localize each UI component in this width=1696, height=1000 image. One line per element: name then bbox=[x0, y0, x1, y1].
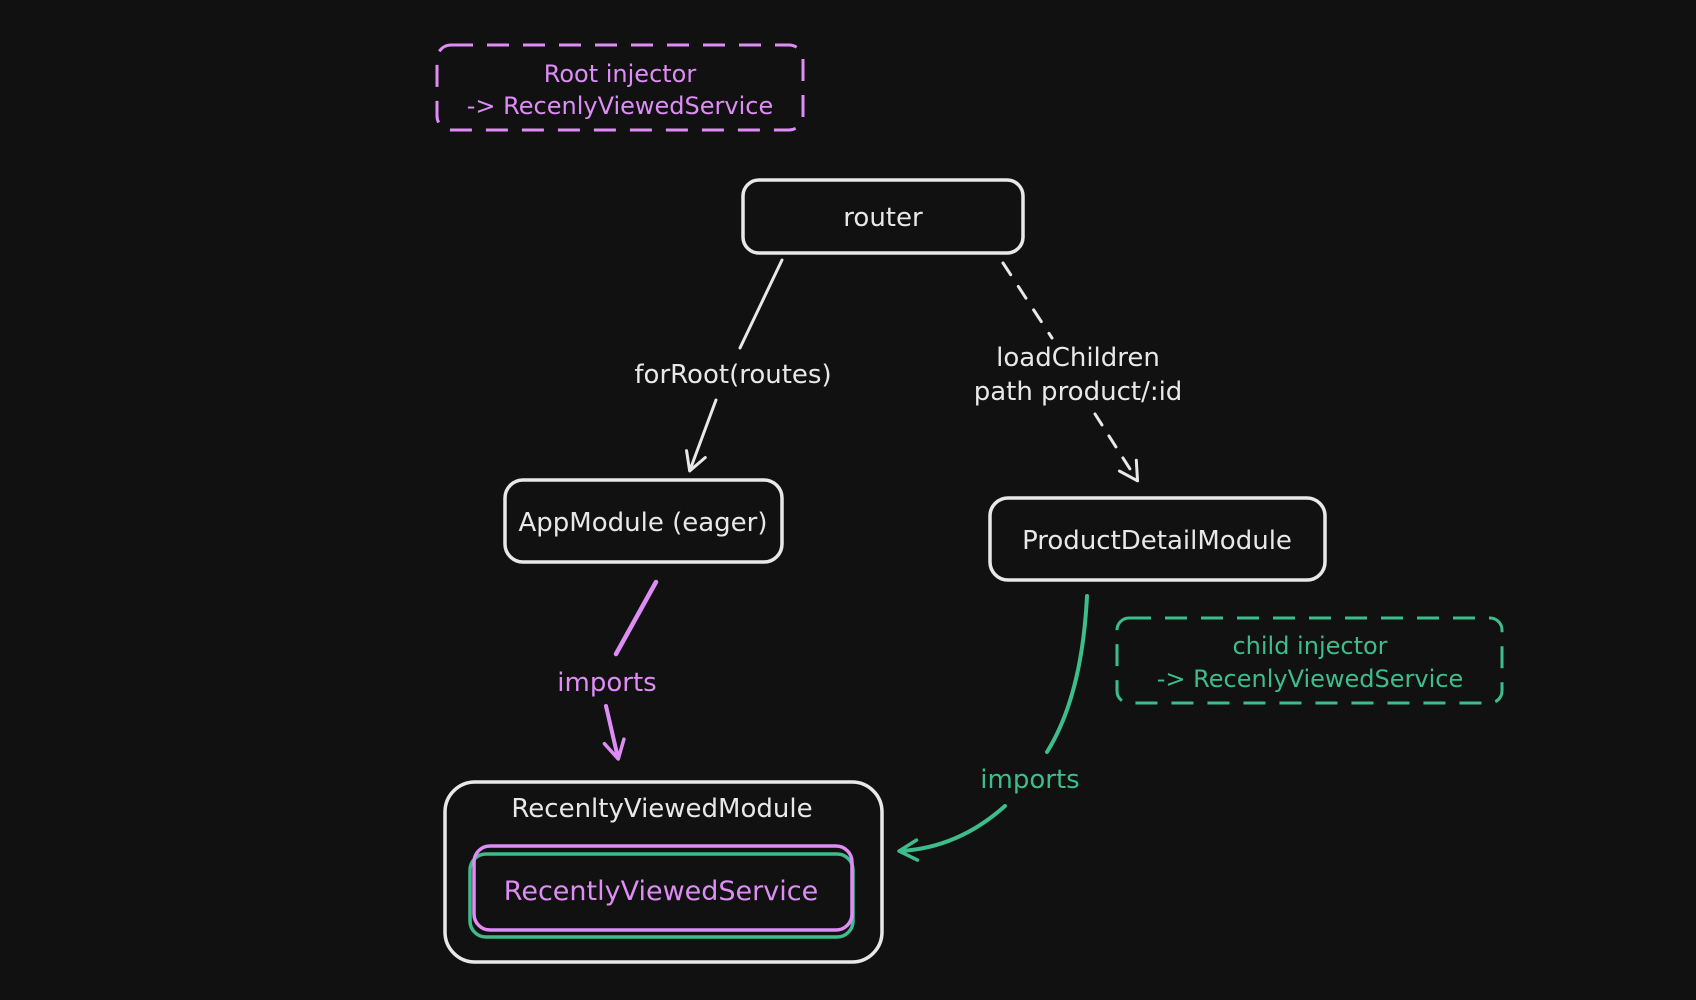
router-node: router bbox=[741, 178, 1025, 255]
recentlyviewedservice-node-label: RecentlyViewedService bbox=[504, 876, 818, 907]
edge-loadchildren-label-line1: loadChildren bbox=[996, 343, 1160, 373]
recentlyviewedmodule-node: RecenltyViewedModule RecentlyViewedServi… bbox=[443, 780, 884, 964]
edge-imports-right: imports bbox=[897, 594, 1089, 862]
edge-imports-right-label: imports bbox=[980, 765, 1079, 795]
recentlyviewedservice-node-border-purple bbox=[472, 844, 854, 932]
productdetailmodule-node-label: ProductDetailModule bbox=[1022, 526, 1292, 556]
edge-loadchildren-line-top bbox=[1001, 261, 1054, 340]
edge-forroot-label: forRoot(routes) bbox=[634, 360, 831, 390]
child-injector-note-line1: child injector bbox=[1232, 632, 1387, 660]
root-injector-note-line2: -> RecenlyViewedService bbox=[467, 92, 773, 120]
child-injector-note: child injector -> RecenlyViewedService bbox=[1115, 616, 1504, 705]
recentlyviewedmodule-node-label: RecenltyViewedModule bbox=[511, 794, 812, 824]
recentlyviewedservice-node: RecentlyViewedService bbox=[468, 844, 855, 939]
router-node-border bbox=[741, 178, 1025, 255]
edge-forroot: forRoot(routes) bbox=[634, 258, 832, 473]
edge-imports-right-line-top bbox=[1045, 594, 1089, 754]
edge-forroot-line-top bbox=[738, 258, 784, 350]
router-node-label: router bbox=[843, 203, 923, 233]
edge-imports-right-line-bottom bbox=[897, 804, 1007, 862]
root-injector-note: Root injector -> RecenlyViewedService bbox=[435, 43, 805, 132]
edge-loadchildren-line-bottom bbox=[1093, 412, 1140, 483]
edge-loadchildren-label-line2: path product/:id bbox=[974, 377, 1183, 407]
edge-loadchildren: loadChildren path product/:id bbox=[974, 261, 1183, 483]
edge-forroot-line-bottom bbox=[685, 398, 718, 473]
productdetailmodule-node: ProductDetailModule bbox=[988, 496, 1327, 582]
appmodule-node-border bbox=[503, 478, 784, 564]
recentlyviewedmodule-node-border bbox=[443, 780, 884, 964]
child-injector-note-border bbox=[1115, 616, 1504, 705]
edge-imports-left: imports bbox=[557, 579, 659, 761]
appmodule-node: AppModule (eager) bbox=[503, 478, 784, 564]
edge-imports-left-label: imports bbox=[557, 668, 656, 698]
productdetailmodule-node-border bbox=[988, 496, 1327, 582]
edge-imports-left-line-bottom bbox=[602, 704, 626, 761]
root-injector-note-line1: Root injector bbox=[544, 60, 697, 88]
appmodule-node-label: AppModule (eager) bbox=[518, 508, 767, 538]
edge-imports-left-line-top bbox=[613, 579, 659, 657]
child-injector-note-line2: -> RecenlyViewedService bbox=[1157, 665, 1463, 693]
